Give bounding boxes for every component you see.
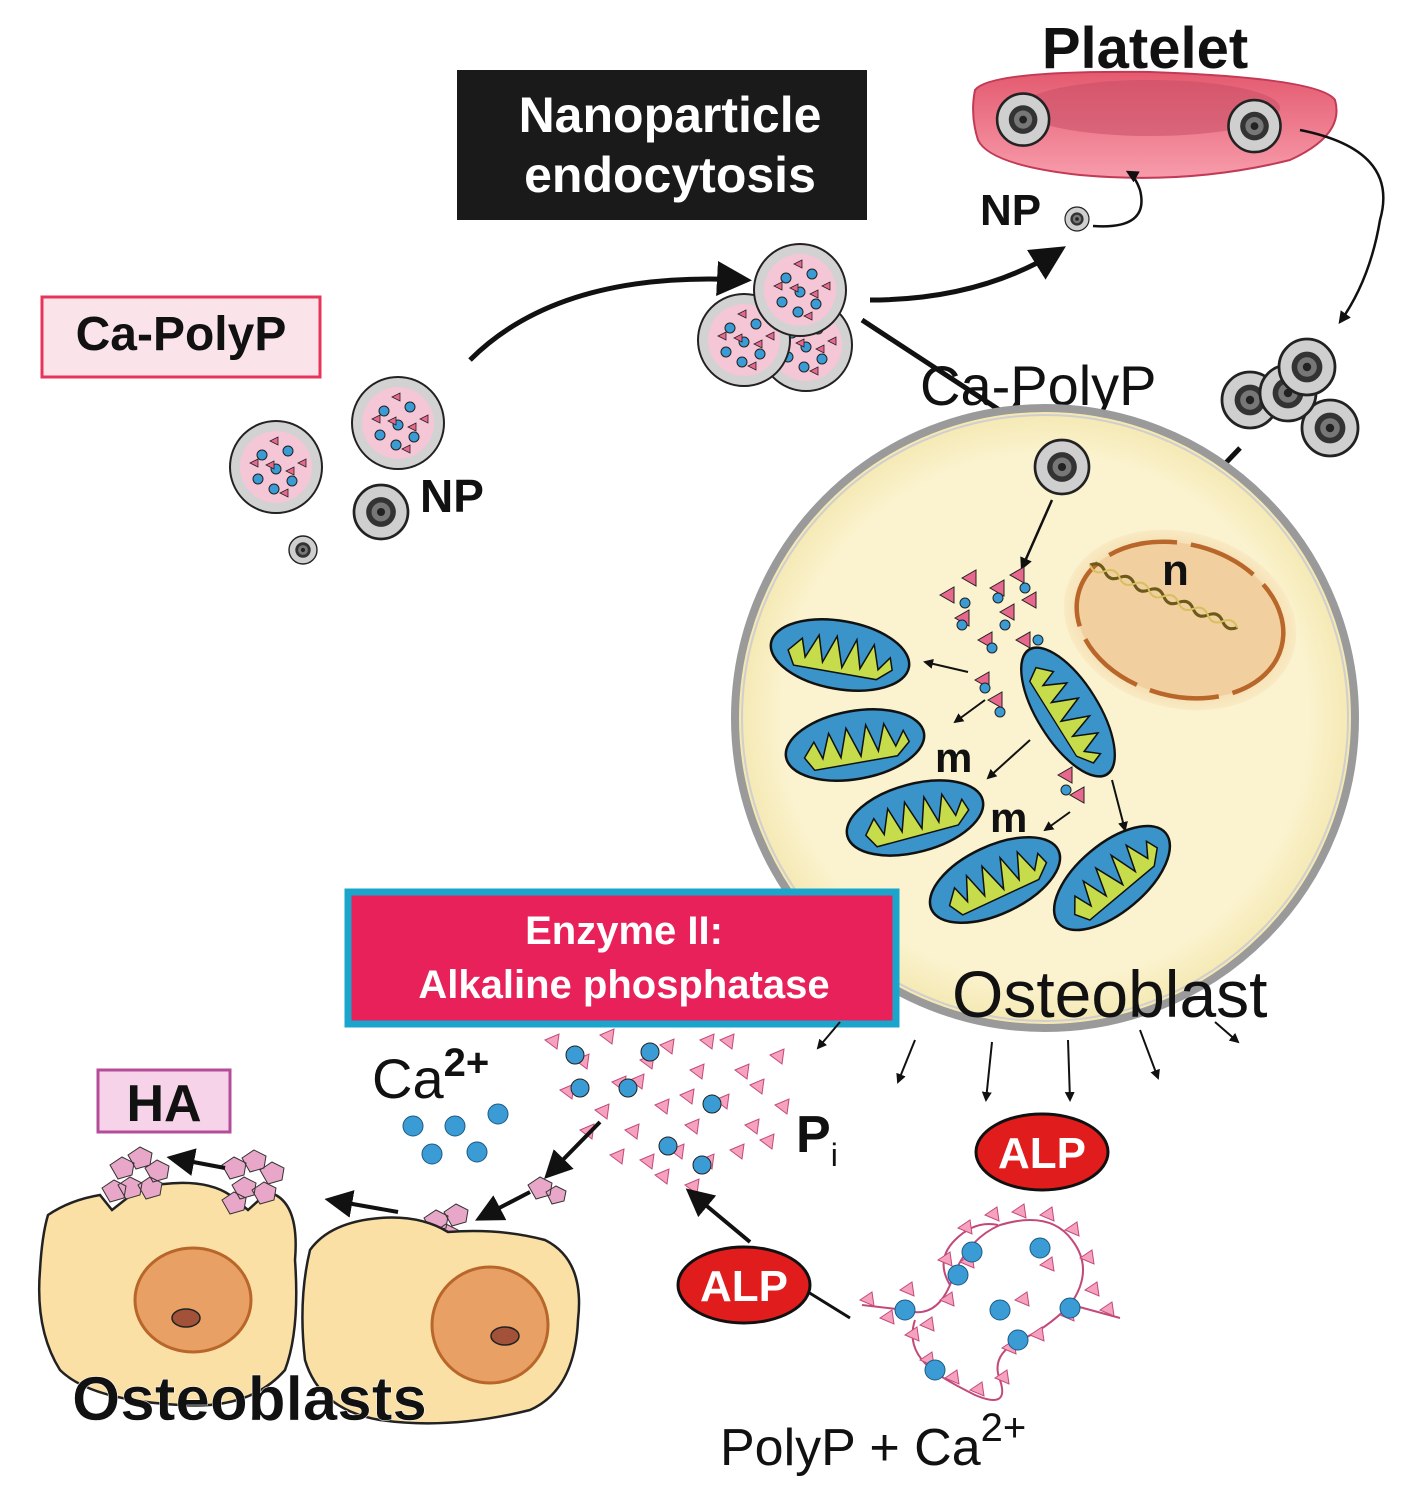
np-entering-cell [1033,438,1091,496]
alp-badge-left [676,1245,812,1325]
osteoblasts-label: Osteoblasts [72,1365,427,1434]
polyp-fragments-cell [938,566,1085,804]
arrow-ha-to-osteoblast [475,1190,531,1221]
polyp-superscript: 2+ [981,1406,1027,1450]
platelet-inner [1020,80,1280,136]
arrow-osteoblast-2-to-1 [324,1190,399,1218]
np-top-label: NP [980,186,1041,235]
ha-label: HA [126,1075,201,1133]
alp-badge-right [974,1112,1110,1192]
endocytosis-box [457,70,867,220]
np-top-particle [1064,206,1090,232]
arrow-pi-to-ha [544,1120,602,1179]
arrow-platelet-to-cluster [1299,128,1385,325]
np-cluster-center [697,243,853,392]
endocytosis-label-1: Nanoparticle [519,87,822,143]
pi-label: Pi [796,1106,838,1173]
osteoblast-1-nucleus [133,1246,253,1354]
pi-cloud-ca [565,1042,722,1175]
cell-nucleus [1074,539,1286,701]
polyp-chain-ca [894,1237,1081,1381]
nucleus-label: n [1162,546,1189,595]
alp-to-polyp-line [807,1290,851,1320]
polyp-label: PolyP + Ca2+ [720,1406,1026,1477]
np-big-left-2 [229,420,323,514]
ca-text: Ca [372,1047,444,1110]
platelet-np-1 [995,92,1051,147]
osteoblast-cell-inner-ring [741,414,1349,1022]
ca-superscript: 2+ [444,1041,490,1085]
ha-cluster-left [101,1146,170,1203]
arrow-ha-fusion [166,1148,226,1176]
osteoblast-label: Osteoblast [952,957,1268,1031]
osteoblast-1-nucleolus [171,1308,201,1328]
ca-ions-cell [956,582,1072,796]
osteoblast-2-nucleus [430,1265,550,1385]
np-small-left-1 [352,483,410,541]
dna-helix-2 [1089,564,1239,628]
pi-text: P [796,1106,831,1164]
enzyme-box [344,888,900,1028]
cell-arrows [923,658,1128,832]
platelet-label: Platelet [1042,16,1248,81]
platelet-np-2 [1227,98,1282,154]
enzyme-label-1: Enzyme II: [525,909,723,953]
mito-label-1: m [935,734,972,781]
alp-left-label: ALP [700,1262,788,1311]
arrow-np-to-platelet [1092,170,1143,228]
polyp-text: PolyP + Ca [720,1419,981,1477]
arrow-left-to-center [468,261,752,362]
np-left-label: NP [420,470,484,522]
arrow-alp-to-pi [685,1188,752,1244]
endocytosis-label-2: endocytosis [524,147,816,203]
ha-cluster-right [221,1149,285,1215]
ca-ions-free [402,1103,509,1165]
pi-subscript: i [831,1137,838,1173]
alp-right-label: ALP [998,1129,1086,1178]
enzyme-label-2: Alkaline phosphatase [418,963,829,1007]
np-big-left-1 [351,376,445,470]
ca-polyp-box [40,295,322,379]
arrow-np-into-cell [1020,499,1054,571]
np-cluster-right [1220,337,1360,458]
np-small-left-2 [288,535,318,565]
ca-label: Ca2+ [372,1041,489,1110]
ha-box [96,1068,232,1134]
secretion-arrows [816,1021,1240,1102]
arrow-center-to-platelet [869,246,1066,303]
osteoblast-2-nucleolus [490,1326,520,1346]
ca-polyp-box-label: Ca-PolyP [76,308,287,361]
mito-label-2: m [990,794,1027,841]
ha-small-cluster [527,1176,567,1205]
